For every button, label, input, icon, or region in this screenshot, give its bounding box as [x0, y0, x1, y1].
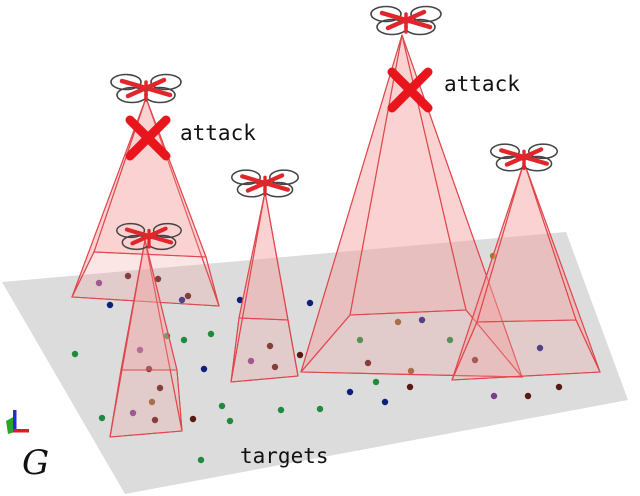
attack-label-left: attack [180, 121, 256, 145]
attack-x-stroke [125, 115, 171, 161]
fov-pyramid [230, 191, 299, 383]
quadrotor-icon-d1 [110, 73, 182, 104]
target-dot [156, 384, 164, 392]
target-dot [180, 336, 188, 344]
target-dot [178, 296, 186, 304]
fov-base-outline [230, 317, 299, 383]
rotor-ring [116, 222, 146, 239]
target-dot [129, 409, 137, 417]
target-dot [372, 378, 380, 386]
ground-plane [2, 232, 628, 494]
target-dot [446, 336, 454, 344]
targets-layer [71, 252, 563, 464]
targets-label: targets [240, 444, 329, 468]
target-dot [218, 402, 226, 410]
target-dot [226, 417, 234, 425]
target-dot [346, 388, 354, 396]
attack-x-stroke [387, 67, 433, 113]
target-dot [148, 398, 156, 406]
target-dot [236, 296, 244, 304]
fov-pyramid [109, 239, 183, 438]
target-dot [189, 415, 197, 423]
target-dot [406, 383, 414, 391]
target-dot [394, 318, 402, 326]
attack-label-right: attack [444, 72, 520, 96]
quadrotor-icon-d3 [230, 169, 300, 198]
fov-layer [71, 34, 601, 438]
target-dot [266, 342, 274, 350]
fov-base-outline [71, 251, 220, 307]
target-dot [207, 330, 215, 338]
axis-red-mark [13, 429, 29, 433]
target-dot [145, 365, 153, 373]
target-dot [98, 414, 106, 422]
target-dot [316, 405, 324, 413]
rotor-ring [370, 5, 402, 23]
rotor-ring [230, 169, 262, 186]
target-dot [136, 346, 144, 354]
target-dot [555, 383, 563, 391]
target-dot [154, 275, 162, 283]
axis-blue-mark [13, 410, 17, 432]
target-dot [407, 367, 415, 375]
fov-base-outline [451, 319, 601, 381]
frame-label: G [22, 443, 49, 483]
target-dot [490, 392, 498, 400]
target-dot [536, 344, 544, 352]
quadrotor-icon-d2 [116, 222, 182, 251]
target-dot [306, 299, 314, 307]
rotor-ring [152, 222, 182, 239]
rotor-ring [110, 73, 142, 91]
target-dot [197, 456, 205, 464]
attack-x-icon [387, 67, 433, 113]
rotor-ring [150, 73, 182, 91]
fov-base-outline [299, 309, 524, 378]
rotor-ring [268, 169, 300, 186]
target-dot [418, 316, 426, 324]
drones-layer [110, 5, 559, 251]
rotor-ring [527, 143, 559, 160]
frame-axes-icon [6, 410, 29, 434]
target-dot [356, 336, 364, 344]
fov-pyramid [299, 34, 524, 378]
fov-base-outline [109, 369, 183, 438]
quadrotor-icon-d5 [489, 143, 559, 172]
rotor-ring [410, 5, 442, 23]
fov-pyramid [451, 161, 601, 381]
target-dot [471, 356, 479, 364]
target-dot [184, 292, 192, 300]
target-dot [524, 392, 532, 400]
attack-marks-layer [125, 67, 433, 161]
target-dot [277, 406, 285, 414]
target-dot [381, 398, 389, 406]
rotor-ring [489, 143, 521, 160]
attack-x-icon [125, 115, 171, 161]
target-dot [296, 351, 304, 359]
target-dot [247, 357, 255, 365]
target-dot [71, 350, 79, 358]
target-dot [364, 359, 372, 367]
target-dot [106, 301, 114, 309]
quadrotor-icon-d4 [370, 5, 442, 36]
target-dot [124, 272, 132, 280]
target-dot [271, 363, 279, 371]
target-dot [95, 279, 103, 287]
target-dot [151, 416, 159, 424]
axis-green-mark [6, 416, 15, 434]
fov-face [238, 191, 289, 321]
target-dot [200, 365, 208, 373]
